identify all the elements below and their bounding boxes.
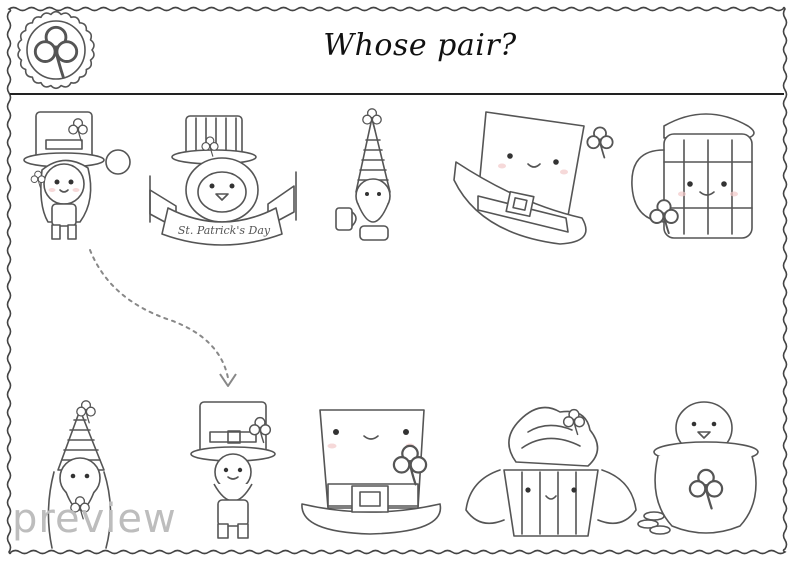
- top-penguin-banner[interactable]: St. Patrick's Day: [149, 115, 297, 246]
- banner-text: St. Patrick's Day: [178, 224, 271, 237]
- bottom-gnome-girl[interactable]: [47, 400, 112, 549]
- shamrock-badge: [17, 10, 95, 90]
- example-arrow: [89, 249, 237, 387]
- bottom-top-hat[interactable]: [301, 409, 442, 535]
- top-gnome-beer[interactable]: [335, 108, 391, 241]
- bottom-penguin-pot[interactable]: [637, 401, 759, 535]
- worksheet-title: Whose pair?: [323, 28, 517, 63]
- bottom-cupcake[interactable]: [465, 406, 637, 537]
- preview-watermark: preview: [12, 496, 177, 542]
- top-beer-mug[interactable]: [631, 113, 755, 239]
- wavy-border: [6, 6, 788, 555]
- top-leprechaun-hat[interactable]: [453, 111, 614, 245]
- bottom-leprechaun-boy[interactable]: [190, 401, 276, 539]
- top-leprechaun-girl[interactable]: [23, 111, 131, 240]
